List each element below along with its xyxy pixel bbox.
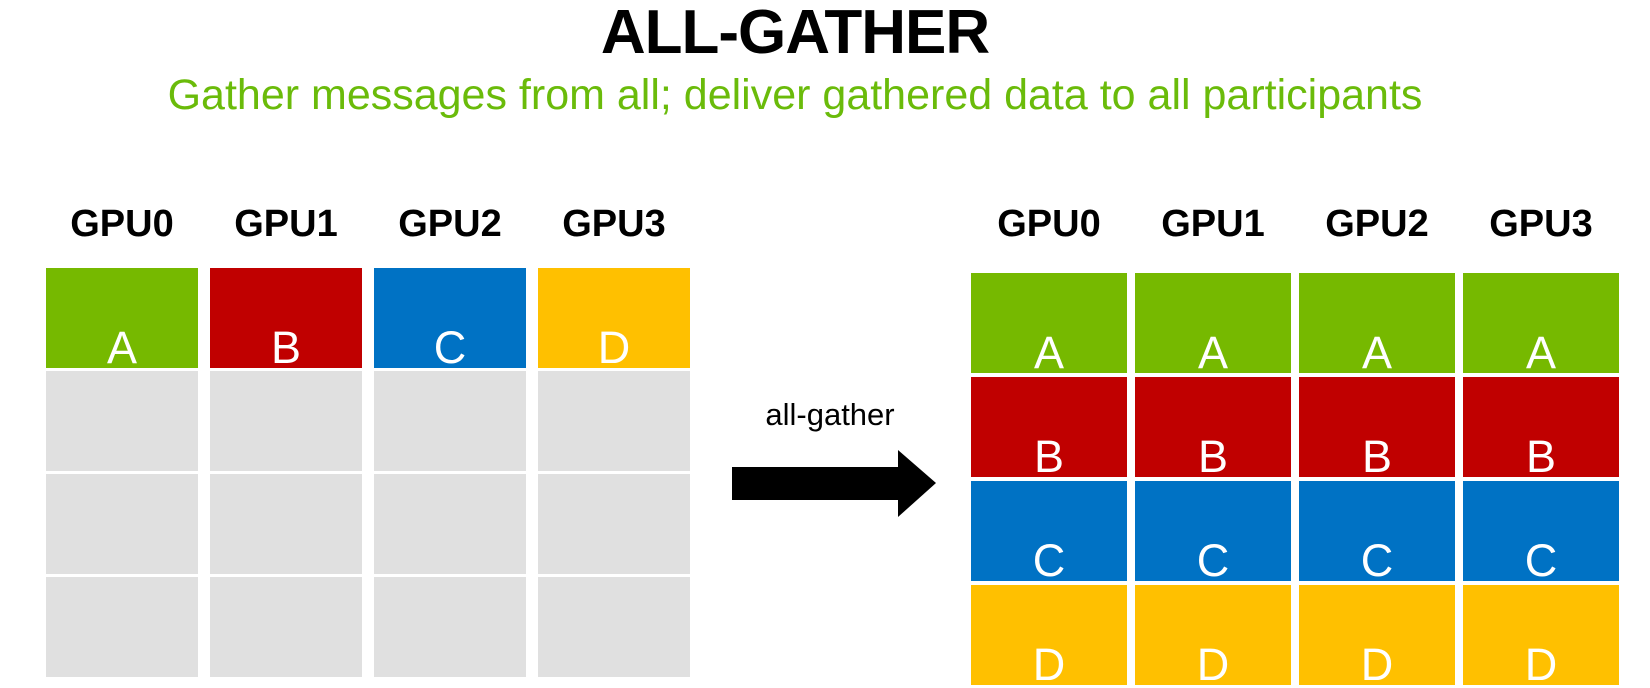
empty-cell: [374, 577, 526, 677]
arrow-label: all-gather: [765, 397, 895, 432]
right-arrow-icon: [732, 467, 898, 500]
right-arrow-head-icon: [898, 450, 936, 517]
gpu-column-header-gpu1: GPU1: [234, 203, 338, 245]
data-cell-d: D: [1299, 585, 1455, 687]
empty-cell: [210, 577, 362, 677]
data-cell-d: D: [538, 268, 690, 370]
gpu-column-header-gpu3: GPU3: [562, 203, 666, 245]
empty-cell: [374, 474, 526, 574]
gpu-column-header-gpu2: GPU2: [1325, 203, 1429, 245]
data-cell-d: D: [1135, 585, 1291, 687]
empty-cell: [210, 371, 362, 471]
data-cell-b: B: [1463, 377, 1619, 479]
page-title: ALL-GATHER: [600, 0, 990, 67]
right-gpu-header-row: GPU0 GPU1 GPU2 GPU3: [971, 203, 1619, 245]
page-subtitle: Gather messages from all; deliver gather…: [167, 71, 1423, 119]
empty-cell: [46, 371, 198, 471]
data-cell-b: B: [210, 268, 362, 370]
empty-cell: [538, 474, 690, 574]
data-cell-c: C: [1299, 481, 1455, 583]
empty-cell: [46, 474, 198, 574]
empty-cell: [46, 577, 198, 677]
data-cell-a: A: [46, 268, 198, 370]
gpu-column-header-gpu0: GPU0: [70, 203, 174, 245]
data-cell-d: D: [971, 585, 1127, 687]
empty-cell: [374, 371, 526, 471]
gpu-column-header-gpu1: GPU1: [1161, 203, 1265, 245]
data-cell-c: C: [971, 481, 1127, 583]
empty-cell: [538, 577, 690, 677]
data-cell-b: B: [1135, 377, 1291, 479]
data-cell-c: C: [1463, 481, 1619, 583]
gpu-column-header-gpu3: GPU3: [1489, 203, 1593, 245]
data-cell-d: D: [1463, 585, 1619, 687]
data-cell-b: B: [971, 377, 1127, 479]
left-gpu-header-row: GPU0 GPU1 GPU2 GPU3: [46, 203, 690, 245]
data-cell-a: A: [1299, 273, 1455, 375]
gpu-column-header-gpu0: GPU0: [997, 203, 1101, 245]
gpu-column-header-gpu2: GPU2: [398, 203, 502, 245]
empty-cell: [538, 371, 690, 471]
data-cell-a: A: [971, 273, 1127, 375]
data-cell-c: C: [1135, 481, 1291, 583]
data-cell-b: B: [1299, 377, 1455, 479]
data-cell-a: A: [1135, 273, 1291, 375]
data-cell-c: C: [374, 268, 526, 370]
data-cell-a: A: [1463, 273, 1619, 375]
empty-cell: [210, 474, 362, 574]
